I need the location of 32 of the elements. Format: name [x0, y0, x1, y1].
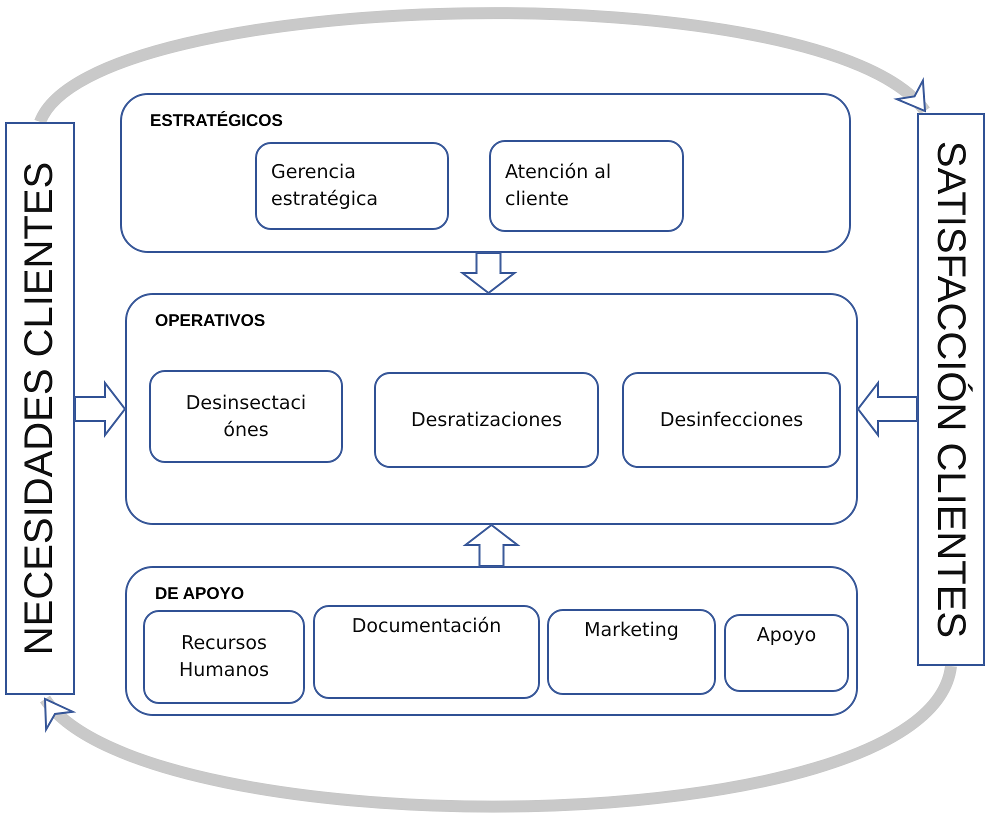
vertical-label: NECESIDADES CLIENTES — [18, 162, 62, 656]
process-box — [489, 140, 684, 232]
process-label: Apoyo — [756, 623, 818, 648]
process-box — [622, 372, 841, 468]
process-label: Recursos Humanos — [178, 631, 270, 683]
process-label: Marketing — [583, 618, 680, 643]
block-arrow — [462, 524, 520, 567]
vertical-label-box — [917, 113, 985, 666]
process-label: Documentación — [350, 614, 502, 639]
process-label: Desinfecciones — [658, 408, 804, 433]
vertical-label: SATISFACCIÓN CLIENTES — [928, 140, 974, 638]
process-label: Desratizaciones — [410, 408, 563, 433]
group-heading: DE APOYO — [155, 584, 244, 604]
group-panel — [125, 293, 858, 525]
process-box — [547, 609, 716, 695]
block-arrow — [460, 252, 518, 294]
vertical-label-box — [5, 122, 75, 695]
group-panel — [125, 566, 858, 716]
block-arrow — [74, 380, 126, 438]
group-panel — [120, 93, 851, 253]
process-box — [255, 142, 449, 230]
process-box — [313, 605, 540, 699]
process-label: Gerencia estratégica — [271, 160, 380, 212]
group-heading: ESTRATÉGICOS — [150, 111, 283, 131]
process-box — [374, 372, 599, 468]
process-label: Desinsectaci ónes — [184, 390, 308, 442]
process-box — [143, 610, 305, 704]
group-heading: OPERATIVOS — [155, 311, 266, 331]
process-box — [149, 370, 343, 463]
process-box — [724, 614, 849, 692]
block-arrow — [856, 380, 918, 438]
process-label: Atención al cliente — [505, 160, 612, 212]
